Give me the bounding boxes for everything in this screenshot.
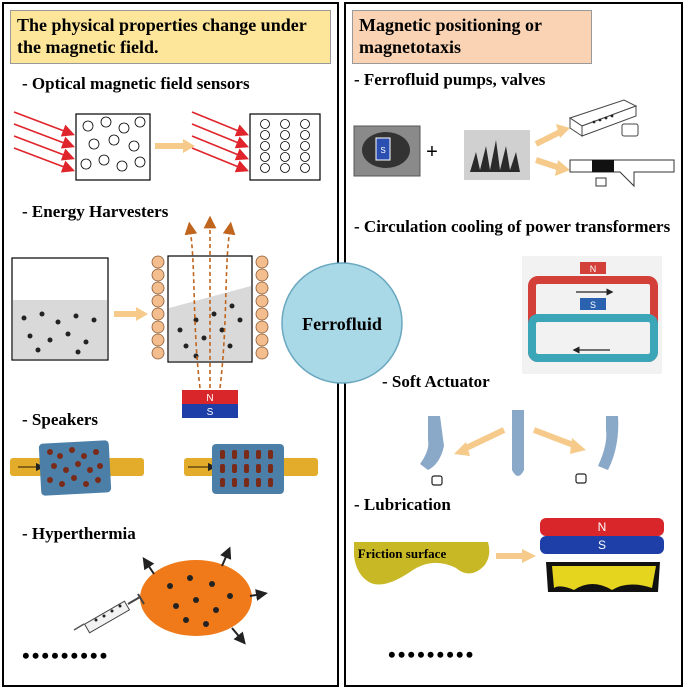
section-lubrication: - Lubrication bbox=[354, 495, 451, 514]
pump-magnet-label: S bbox=[380, 146, 385, 155]
section-ferrofluid-pumps: - Ferrofluid pumps, valves bbox=[354, 70, 546, 89]
section-hyperthermia: - Hyperthermia bbox=[22, 524, 136, 543]
ferrofluid-spikes-icon bbox=[464, 130, 530, 180]
energy-harvester-illustration: N S bbox=[11, 215, 269, 418]
section-energy-harvesters: - Energy Harvesters bbox=[22, 202, 169, 221]
left-more-indicator: ••••••••• bbox=[22, 643, 109, 668]
left-panel-header: The physical properties change under the… bbox=[10, 10, 331, 64]
ferrofluid-label: Ferrofluid bbox=[302, 314, 382, 334]
lubrication-magnet-north-label: N bbox=[598, 520, 607, 534]
section-speakers: - Speakers bbox=[22, 410, 99, 429]
hyperthermia-illustration bbox=[73, 546, 268, 645]
circulation-cooling-illustration: N S bbox=[522, 256, 662, 374]
friction-surface-label: Friction surface bbox=[358, 546, 447, 561]
section-circulation-cooling: - Circulation cooling of power transform… bbox=[354, 217, 671, 236]
cooling-magnet-north-label: N bbox=[590, 264, 597, 274]
section-optical-sensors: - Optical magnetic field sensors bbox=[22, 74, 250, 93]
magnet-north-label: N bbox=[206, 393, 213, 404]
section-soft-actuator: - Soft Actuator bbox=[382, 372, 490, 391]
right-more-indicator: ••••••••• bbox=[388, 642, 475, 667]
lubrication-magnet-south-label: S bbox=[598, 538, 606, 552]
syringe-icon bbox=[73, 593, 145, 634]
ferrofluid-center-node: Ferrofluid bbox=[281, 262, 403, 384]
magnet-south-label: S bbox=[207, 407, 214, 418]
ferrofluid-pump-illustration: S + bbox=[353, 99, 675, 188]
cooling-magnet-south-label: S bbox=[590, 300, 596, 310]
soft-actuator-illustration bbox=[420, 410, 619, 486]
right-panel-header: Magnetic positioning or magnetotaxis bbox=[352, 10, 592, 64]
speaker-illustration bbox=[10, 440, 318, 496]
lubrication-illustration: Friction surface N S bbox=[354, 518, 664, 592]
svg-text:+: + bbox=[426, 141, 438, 163]
optical-sensor-illustration bbox=[13, 111, 321, 181]
